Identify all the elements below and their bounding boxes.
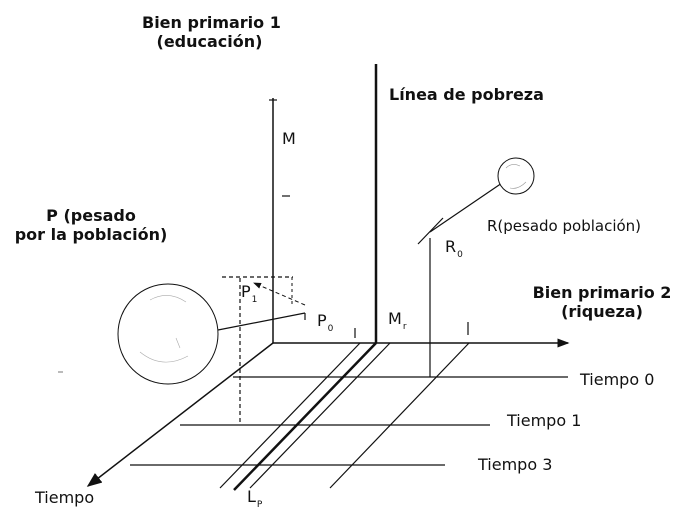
p-weighted-line1: P (pesado	[46, 206, 136, 225]
time-axis-label: Tiempo	[35, 488, 95, 507]
axis-y-label-line1: Bien primario 1	[142, 13, 281, 32]
m-label: M	[282, 129, 296, 148]
axis-x-label-line2: (riqueza)	[561, 302, 643, 321]
p0-label: P0	[317, 311, 334, 334]
r0-letter: R	[445, 237, 457, 256]
p1-p0-arrow	[253, 282, 306, 306]
p-population-sphere	[117, 283, 219, 385]
poverty-line-label: Línea de pobreza	[389, 85, 544, 104]
r0-label: R0	[445, 237, 463, 260]
floor-line-c	[329, 342, 470, 489]
time-axis	[86, 342, 274, 487]
axis-x-label: Bien primario 2 (riqueza)	[527, 283, 677, 321]
p1-sub: 1	[251, 295, 258, 305]
poverty-line-floor	[233, 342, 377, 491]
lp-letter: L	[247, 487, 256, 506]
lp-label: LP	[247, 487, 263, 510]
mr-letter: M	[388, 309, 402, 328]
floor-line-b	[249, 342, 391, 489]
p0-sub: 0	[327, 324, 334, 334]
p-sphere-shading	[139, 295, 189, 363]
time1-label: Tiempo 1	[507, 411, 582, 430]
r-weighted-label: R(pesado población)	[487, 217, 642, 235]
r-population-sphere	[497, 157, 535, 195]
p-weighted-label: P (pesado por la población)	[5, 206, 177, 244]
p1-letter: P	[241, 282, 251, 301]
axis-y-label-line2: (educación)	[156, 32, 263, 51]
mr-sub: r	[402, 322, 407, 332]
r0-sub: 0	[457, 250, 463, 260]
r-stem	[429, 182, 503, 233]
time0-label: Tiempo 0	[580, 370, 655, 389]
r-sphere-shading	[505, 164, 527, 189]
lp-sub: P	[256, 500, 263, 510]
axis-x-label-line1: Bien primario 2	[532, 283, 672, 302]
p1-label: P1	[241, 282, 258, 305]
p0-letter: P	[317, 311, 327, 330]
mr-label: Mr	[388, 309, 407, 332]
p-weighted-line2: por la población)	[14, 225, 168, 244]
time3-label: Tiempo 3	[478, 455, 553, 474]
axis-y-label: Bien primario 1 (educación)	[142, 13, 281, 51]
floor-line-a	[219, 342, 361, 489]
p-stem	[217, 312, 306, 331]
